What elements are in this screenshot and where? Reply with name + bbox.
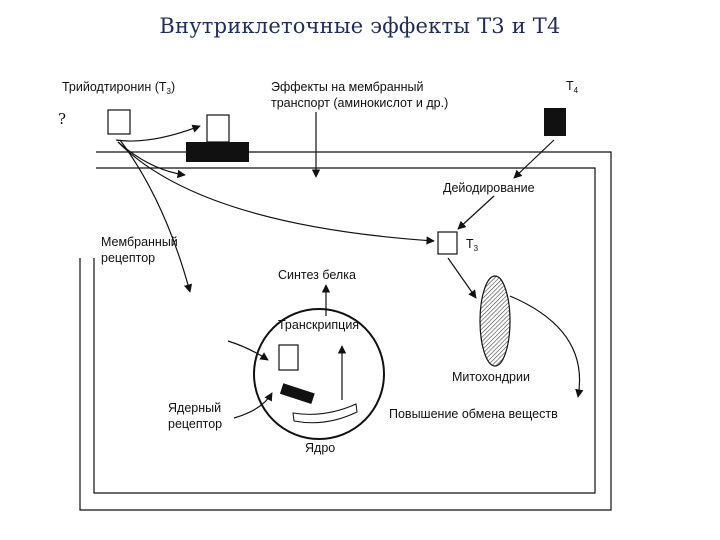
arrow-t3-to-intracellular-t3: [117, 141, 435, 245]
t3-label: Трийодтиронин (Т3): [62, 80, 175, 96]
metabolism-label: Повышение обмена веществ: [389, 407, 558, 421]
arrow-mitochondria-to-metabolism: [509, 295, 584, 398]
question-mark: ?: [58, 110, 66, 128]
nuclear-receptor-shape: [279, 383, 315, 404]
deiodination-label: Дейодирование: [443, 181, 535, 195]
mitochondrion: [479, 275, 511, 367]
slide-title: Внутриклеточные эффекты Т3 и Т4: [159, 14, 561, 38]
cell-membrane-inner: [93, 167, 596, 494]
nuclear-receptor-label-line2: рецептор: [168, 417, 222, 431]
t4-label: Т4: [566, 79, 579, 95]
transcription-label: Транскрипция: [278, 318, 359, 332]
arrow-t3-to-transporter: [115, 124, 201, 142]
nucleus-circle: [253, 308, 385, 440]
membrane-transport-label-line1: Эффекты на мембранный: [271, 80, 423, 94]
arrow-t3-to-mitochondria: [447, 257, 477, 299]
t4-box: [544, 108, 566, 136]
dna-strand: [292, 403, 358, 424]
t3-intracellular-label: Т3: [466, 237, 479, 253]
membrane-receptor-label-line1: Мембранный: [101, 235, 178, 249]
membrane-transporter-top: [206, 114, 230, 143]
t3-intracellular-box: [437, 231, 458, 255]
mitochondria-label: Митохондрии: [452, 370, 530, 384]
arrow-deiodination-to-t3: [457, 195, 495, 230]
arrow-t3-to-membrane-receptor: [117, 141, 186, 179]
protein-synthesis-label: Синтез белка: [278, 268, 356, 282]
membrane-transport-label-line2: транспорт (аминокислот и др.): [271, 96, 448, 110]
nucleus-label: Ядро: [305, 441, 335, 455]
t3-extracellular-box: [107, 109, 131, 135]
cell-membrane-outer: [79, 151, 612, 511]
arrow-t3-to-nucleus: [119, 139, 193, 293]
membrane-receptor-label-line2: рецептор: [101, 251, 155, 265]
nuclear-receptor-label-line1: Ядерный: [168, 401, 221, 415]
arrow-nuclear-receptor-label: [233, 392, 273, 419]
nuclear-t3-box: [278, 344, 299, 371]
arrow-t4-to-deiodination: [513, 139, 555, 179]
membrane-transporter-base: [186, 142, 249, 162]
arrow-into-nucleus: [227, 340, 269, 361]
